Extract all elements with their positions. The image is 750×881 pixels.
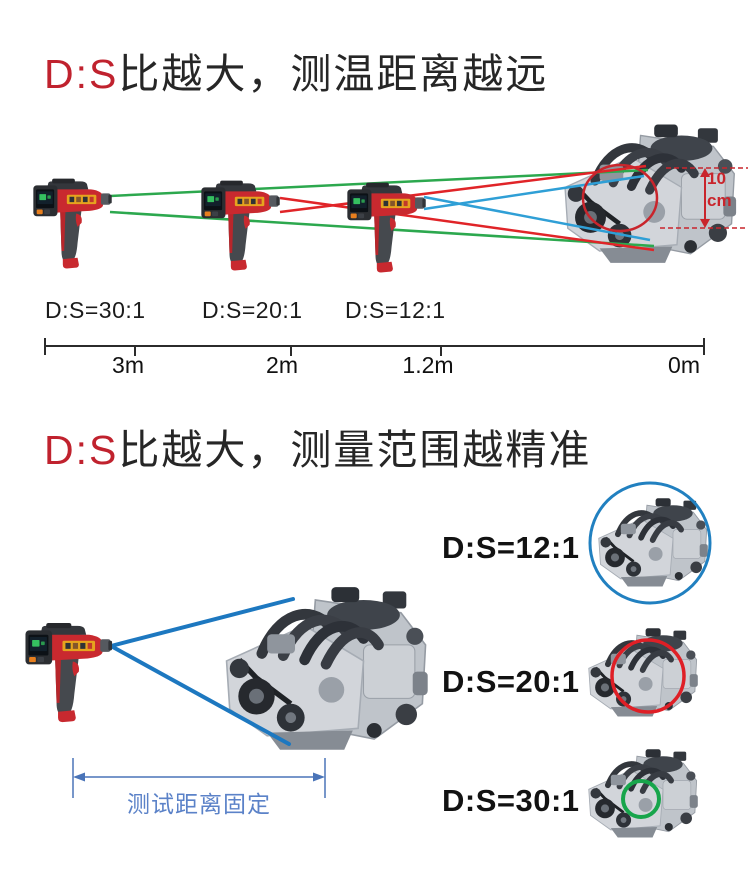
beam-20-1-bottom — [279, 196, 655, 252]
thermometer-gun-fixed — [25, 622, 113, 723]
laser-beams — [109, 164, 655, 252]
measure-spot-circle — [581, 163, 659, 233]
section2-title-rest: 比越大，测量范围越精准 — [118, 427, 592, 473]
section1-title-rest: 比越大，测温距离越远 — [118, 51, 549, 97]
beam-12-1 — [423, 174, 651, 242]
spot-dimension-lines — [660, 167, 748, 229]
beam-20-1-top — [279, 164, 647, 214]
ds-ratio-label-12-1: D:S=12:1 — [345, 297, 446, 323]
fixed-distance-label: 测试距离固定 — [127, 791, 271, 817]
beam-12-1-bottom — [423, 195, 651, 242]
section2-title-accent: D:S — [44, 427, 119, 473]
ds-ratio-label-20-1: D:S=20:1 — [202, 297, 303, 323]
thermometer-gun-30-1 — [33, 178, 112, 269]
row-label-12-1: D:S=12:1 — [442, 530, 580, 565]
beam-20-1 — [279, 164, 655, 252]
distance-axis — [44, 338, 705, 356]
spot-circle-20-1 — [610, 638, 686, 714]
section2-title: D:S比越大，测量范围越精准 — [44, 416, 591, 476]
spot-circle-12-1 — [588, 481, 712, 605]
spot-circle-30-1 — [621, 779, 661, 819]
axis-label-1-2m: 1.2m — [402, 352, 454, 378]
measurement-cone — [109, 597, 295, 746]
row-label-20-1: D:S=20:1 — [442, 664, 580, 699]
ds-ratio-label-30-1: D:S=30:1 — [45, 297, 146, 323]
engine-sample-30-1 — [589, 749, 698, 837]
section1-title-accent: D:S — [44, 51, 119, 97]
thermometer-gun-20-1 — [201, 180, 280, 271]
axis-label-2m: 2m — [266, 352, 298, 378]
section1-title: D:S比越大，测温距离越远 — [44, 40, 548, 100]
row-label-30-1: D:S=30:1 — [442, 783, 580, 818]
spot-dimension-value: 10 — [707, 169, 726, 188]
spot-dimension-unit: cm — [707, 191, 732, 210]
engine-sample-12-1 — [599, 498, 708, 586]
axis-label-3m: 3m — [112, 352, 144, 378]
fixed-distance-arrow — [72, 758, 326, 798]
axis-label-0m: 0m — [668, 352, 700, 378]
